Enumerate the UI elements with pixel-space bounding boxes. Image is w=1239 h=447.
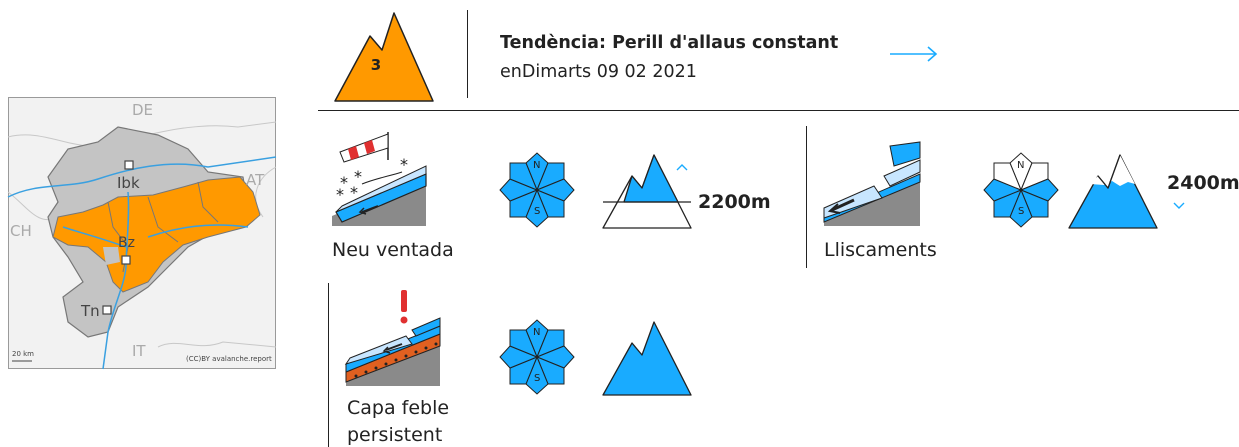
elevation-value-wind-slab: 2200m xyxy=(698,191,771,213)
map-label-bz: Bz xyxy=(118,235,135,251)
aspect-label-n: N xyxy=(533,327,541,338)
map-scale: 20 km xyxy=(12,350,35,358)
aspect-rose-wind-slab xyxy=(499,152,575,228)
gliding-snow-icon xyxy=(823,141,921,226)
problem-label-persistent-line1: Capa feble xyxy=(347,397,450,419)
elevation-value-gliding: 2400m xyxy=(1167,172,1239,194)
map-label-it: IT xyxy=(132,342,146,360)
svg-text:*: * xyxy=(400,155,408,174)
map-label-ch: CH xyxy=(10,222,32,240)
tendency-date: enDimarts 09 02 2021 xyxy=(500,62,697,82)
problem-divider-1 xyxy=(806,126,807,268)
map-label-ibk: Ibk xyxy=(117,174,140,192)
svg-text:*: * xyxy=(340,173,348,192)
svg-text:*: * xyxy=(354,167,362,186)
aspect-label-n: N xyxy=(533,160,541,171)
danger-level-icon xyxy=(334,8,434,102)
chevron-down-icon xyxy=(1172,201,1186,209)
wind-slab-icon: * * * * * xyxy=(332,130,427,226)
region-map: DE AT CH IT Ibk Bz Tn 20 km (CC)BY avala… xyxy=(7,97,277,370)
header-divider xyxy=(467,10,468,98)
header-separator xyxy=(318,110,1239,111)
aspect-rose-persistent xyxy=(499,319,575,395)
aspect-label-n: N xyxy=(1017,160,1025,171)
arrow-right-icon xyxy=(888,44,940,64)
map-label-tn: Tn xyxy=(81,302,100,320)
chevron-up-icon xyxy=(675,163,689,171)
tendency-title: Tendència: Perill d'allaus constant xyxy=(500,33,839,53)
aspect-label-s: S xyxy=(534,373,541,384)
aspect-label-s: S xyxy=(1018,206,1025,217)
elevation-icon-gliding xyxy=(1068,154,1158,229)
problem-divider-2 xyxy=(328,283,329,447)
danger-level-number: 3 xyxy=(370,56,382,74)
problem-label-wind-slab: Neu ventada xyxy=(332,239,454,261)
persistent-weak-layer-icon xyxy=(344,290,441,386)
svg-text:*: * xyxy=(350,183,358,202)
elevation-icon-wind-slab xyxy=(602,154,692,229)
aspect-rose-gliding xyxy=(983,152,1059,228)
problem-label-persistent-line2: persistent xyxy=(347,424,443,446)
elevation-icon-persistent xyxy=(602,321,692,396)
map-label-at: AT xyxy=(246,171,265,189)
map-label-de: DE xyxy=(132,101,154,119)
problem-label-gliding: Lliscaments xyxy=(824,239,937,261)
aspect-label-s: S xyxy=(534,206,541,217)
svg-text:*: * xyxy=(336,185,344,204)
map-credit: (CC)BY avalanche.report xyxy=(186,355,272,363)
